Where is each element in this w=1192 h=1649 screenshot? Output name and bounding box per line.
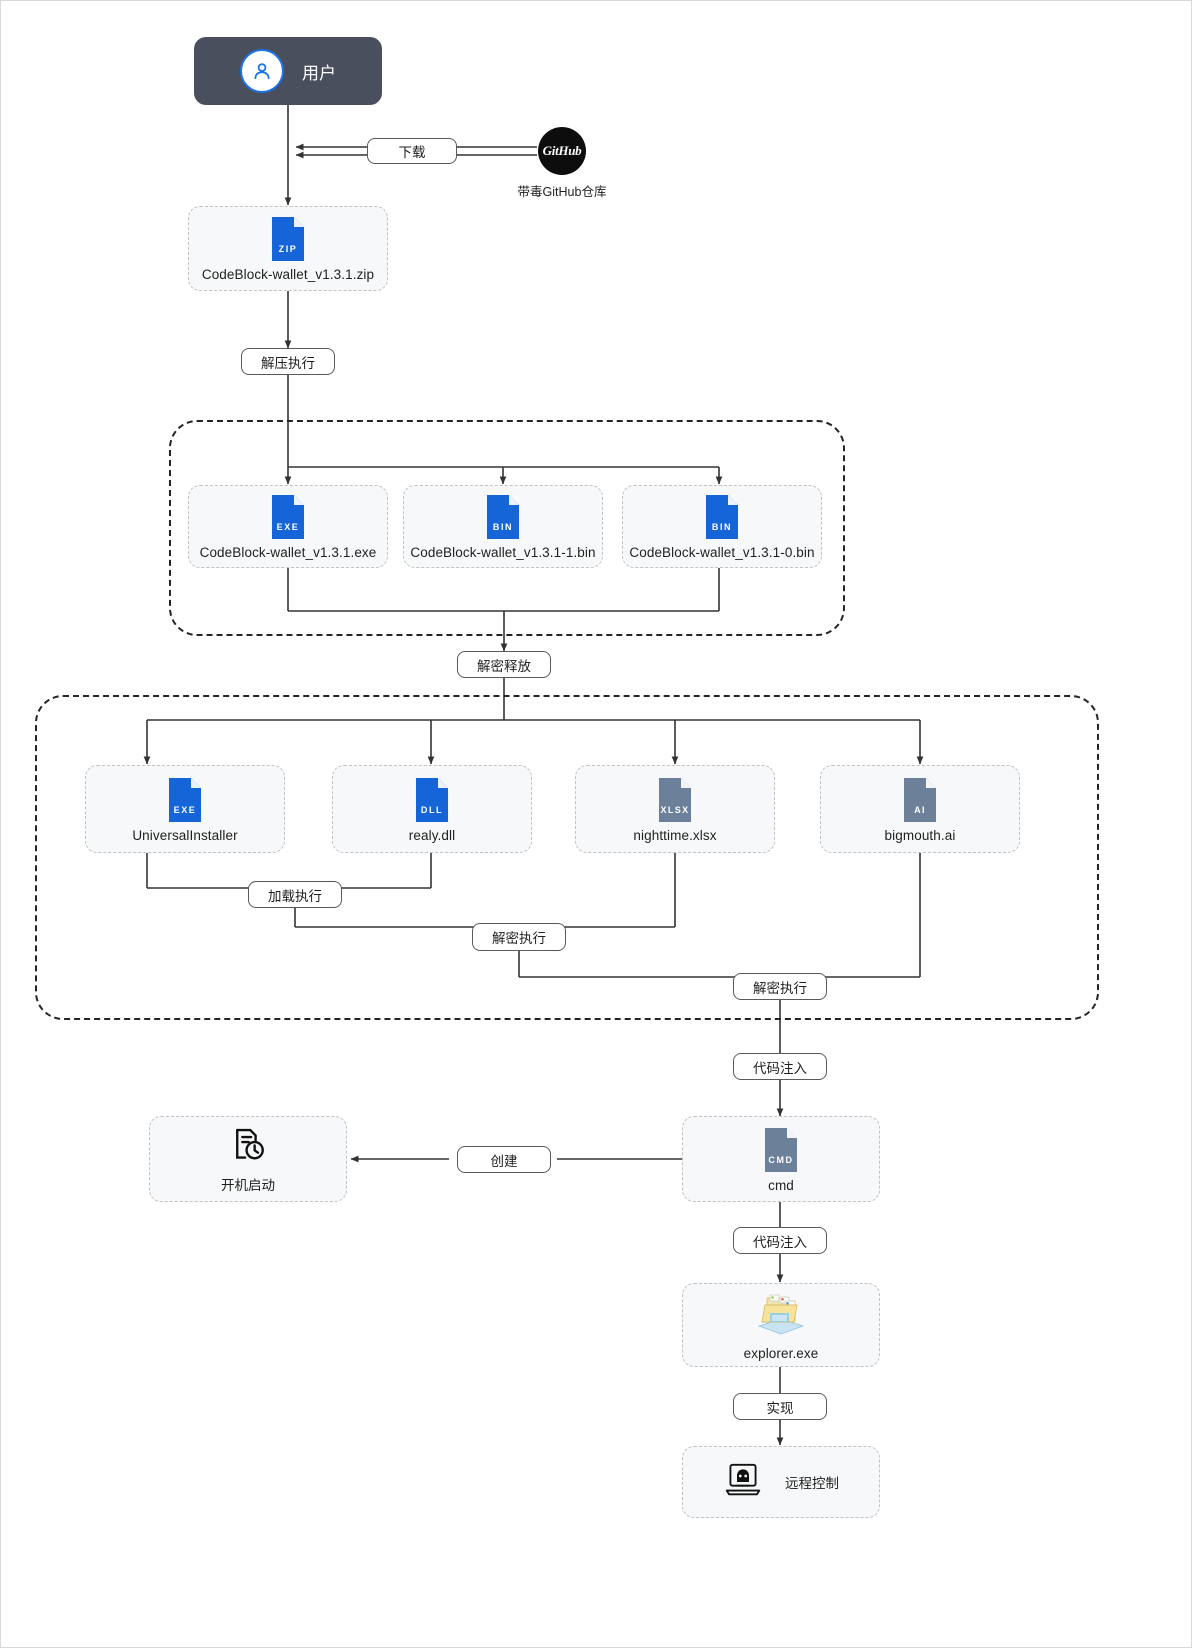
node-startup[interactable]: 开机启动 xyxy=(149,1116,347,1202)
node-zip[interactable]: ZIP CodeBlock-wallet_v1.3.1.zip xyxy=(188,206,388,291)
node-remote-control[interactable]: 远程控制 xyxy=(682,1446,880,1518)
windows-explorer-folder-icon xyxy=(754,1289,808,1342)
node-nighttime-xlsx[interactable]: XLSX nighttime.xlsx xyxy=(575,765,775,853)
exe-file-icon: EXE xyxy=(268,493,308,541)
node-nighttime-xlsx-label: nighttime.xlsx xyxy=(633,827,717,843)
edge-label-implement: 实现 xyxy=(733,1393,827,1420)
ai-file-icon: AI xyxy=(900,776,940,824)
node-zip-label: CodeBlock-wallet_v1.3.1.zip xyxy=(201,267,375,282)
github-logo-text: GitHub xyxy=(542,143,582,158)
edge-label-download: 下载 xyxy=(367,138,457,164)
group-box-stage2 xyxy=(35,695,1099,1020)
realy-dll-ext: DLL xyxy=(420,804,444,815)
nighttime-xlsx-ext: XLSX xyxy=(660,804,690,815)
edge-label-code-inject-1: 代码注入 xyxy=(733,1053,827,1080)
hacker-laptop-icon xyxy=(723,1460,763,1505)
universal-installer-ext: EXE xyxy=(173,804,197,815)
node-bigmouth-ai[interactable]: AI bigmouth.ai xyxy=(820,765,1020,853)
github-icon: GitHub xyxy=(538,127,586,175)
node-bin1[interactable]: BIN CodeBlock-wallet_v1.3.1-1.bin xyxy=(403,485,603,568)
cmd-file-ext: CMD xyxy=(768,1154,794,1165)
bin0-file-ext: BIN xyxy=(711,522,733,532)
edge-label-download-text: 下载 xyxy=(398,145,426,160)
node-remote-control-label: 远程控制 xyxy=(785,1476,839,1491)
zip-file-icon: ZIP xyxy=(268,215,308,263)
edge-label-decrypt-execute-2-text: 解密执行 xyxy=(753,980,807,996)
user-icon xyxy=(240,49,284,93)
cmd-file-icon: CMD xyxy=(761,1126,801,1174)
node-startup-label: 开机启动 xyxy=(221,1177,275,1193)
node-github-caption: 带毒GitHub仓库 xyxy=(517,185,607,199)
node-cmd[interactable]: CMD cmd xyxy=(682,1116,880,1202)
edge-label-decrypt-release: 解密释放 xyxy=(457,651,551,678)
edge-label-unzip-execute: 解压执行 xyxy=(241,348,335,375)
edge-label-load-execute: 加载执行 xyxy=(248,881,342,908)
edge-label-decrypt-execute-1-text: 解密执行 xyxy=(492,931,546,946)
edge-label-implement-text: 实现 xyxy=(766,1400,794,1416)
node-bigmouth-ai-label: bigmouth.ai xyxy=(884,827,956,843)
node-bin0-label: CodeBlock-wallet_v1.3.1-0.bin xyxy=(629,545,815,560)
edge-label-unzip-execute-text: 解压执行 xyxy=(261,355,315,371)
node-user-label: 用户 xyxy=(302,63,336,83)
node-bin1-label: CodeBlock-wallet_v1.3.1-1.bin xyxy=(410,545,596,560)
node-exe-main-label: CodeBlock-wallet_v1.3.1.exe xyxy=(199,545,377,560)
edge-label-code-inject-1-text: 代码注入 xyxy=(753,1060,807,1076)
node-universal-installer[interactable]: EXE UniversalInstaller xyxy=(85,765,285,853)
node-explorer[interactable]: explorer.exe xyxy=(682,1283,880,1367)
edge-label-code-inject-2: 代码注入 xyxy=(733,1227,827,1254)
node-github[interactable]: GitHub 带毒GitHub仓库 xyxy=(498,127,626,200)
node-explorer-label: explorer.exe xyxy=(743,1346,819,1361)
bin1-file-ext: BIN xyxy=(492,522,514,532)
zip-file-ext: ZIP xyxy=(278,244,298,254)
edge-label-decrypt-execute-1: 解密执行 xyxy=(472,923,566,951)
edge-label-load-execute-text: 加载执行 xyxy=(268,888,322,904)
edge-label-create: 创建 xyxy=(457,1146,551,1173)
node-cmd-label: cmd xyxy=(768,1177,794,1193)
edge-label-code-inject-2-text: 代码注入 xyxy=(753,1234,807,1250)
dll-file-icon: DLL xyxy=(412,776,452,824)
edge-label-decrypt-execute-2: 解密执行 xyxy=(733,973,827,1000)
exe-file-ext: EXE xyxy=(276,522,300,532)
node-exe-main[interactable]: EXE CodeBlock-wallet_v1.3.1.exe xyxy=(188,485,388,568)
edge-label-create-text: 创建 xyxy=(490,1153,518,1169)
node-realy-dll-label: realy.dll xyxy=(408,827,456,843)
scheduled-task-icon xyxy=(229,1125,267,1168)
bin-file-icon: BIN xyxy=(483,493,523,541)
node-universal-installer-label: UniversalInstaller xyxy=(132,827,238,843)
node-user[interactable]: 用户 xyxy=(194,37,382,105)
group-box-stage1 xyxy=(169,420,845,636)
exe-file-icon: EXE xyxy=(165,776,205,824)
node-realy-dll[interactable]: DLL realy.dll xyxy=(332,765,532,853)
bin-file-icon: BIN xyxy=(702,493,742,541)
xlsx-file-icon: XLSX xyxy=(655,776,695,824)
node-bin0[interactable]: BIN CodeBlock-wallet_v1.3.1-0.bin xyxy=(622,485,822,568)
edge-label-decrypt-release-text: 解密释放 xyxy=(477,658,531,674)
bigmouth-ai-ext: AI xyxy=(914,804,926,815)
